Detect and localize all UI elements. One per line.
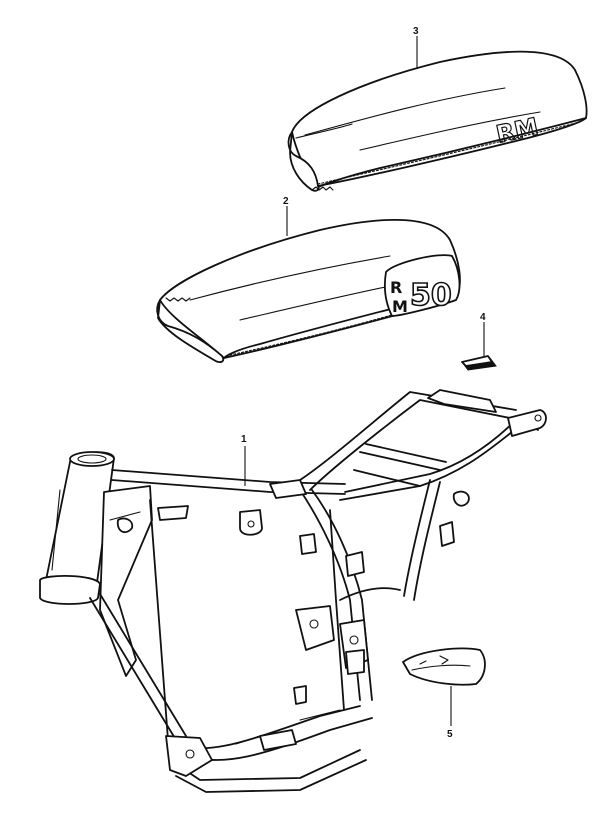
seat-rm50: R M 50 2 [156, 196, 461, 363]
motorcycle-frame: 1 [39, 389, 547, 793]
callout-1: 1 [241, 434, 247, 445]
callout-4: 4 [480, 312, 486, 323]
callout-2: 2 [283, 196, 289, 207]
seat-rm50-logo: R M 50 [384, 254, 461, 317]
bag-part: 5 [402, 647, 486, 740]
callout-5: 5 [447, 729, 453, 740]
svg-text:50: 50 [410, 278, 452, 313]
clip-part: 4 [461, 312, 497, 371]
seat-rm: RM 3 [287, 26, 588, 192]
svg-text:M: M [392, 297, 408, 316]
svg-text:R: R [390, 278, 402, 297]
callout-3: 3 [413, 26, 419, 37]
